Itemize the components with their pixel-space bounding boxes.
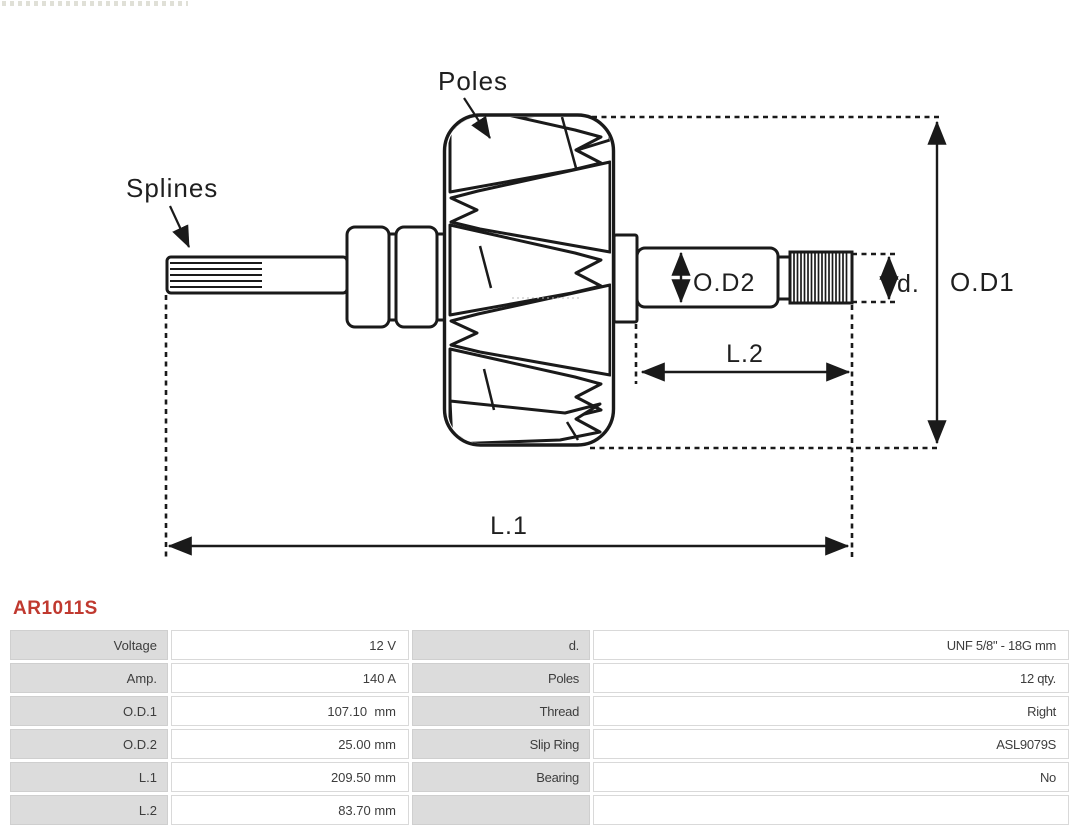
splines-label: Splines <box>126 173 218 203</box>
l2-label: L.2 <box>726 340 764 368</box>
part-number: AR1011S <box>13 598 98 619</box>
spec-value-cell: 209.50 mm <box>171 762 409 792</box>
spec-value-cell: ASL9079S <box>593 729 1069 759</box>
spec-value-cell: 12 V <box>171 630 409 660</box>
top-edge-watermark <box>2 1 188 6</box>
spec-value-cell: UNF 5/8" - 18G mm <box>593 630 1069 660</box>
poles-label: Poles <box>438 66 508 96</box>
spec-label-cell: Poles <box>412 663 590 693</box>
extension-lines <box>164 115 940 558</box>
od1-label: O.D1 <box>950 267 1015 297</box>
od2-label: O.D2 <box>693 269 755 297</box>
spec-label-cell: Bearing <box>412 762 590 792</box>
spec-value-cell: 140 A <box>171 663 409 693</box>
spec-label-cell: Slip Ring <box>412 729 590 759</box>
spec-label-cell: Voltage <box>10 630 168 660</box>
spec-value-cell: Right <box>593 696 1069 726</box>
dimension-lines <box>167 120 947 556</box>
claw-poles <box>448 117 611 443</box>
l1-label: L.1 <box>490 512 528 540</box>
spec-value-cell: 25.00 mm <box>171 729 409 759</box>
spec-value-cell: 12 qty. <box>593 663 1069 693</box>
spec-label-cell: O.D.1 <box>10 696 168 726</box>
spec-label-cell: O.D.2 <box>10 729 168 759</box>
spec-label-cell <box>412 795 590 825</box>
spec-label-cell: L.1 <box>10 762 168 792</box>
spec-label-cell: Thread <box>412 696 590 726</box>
spec-value-cell: 107.10 mm <box>171 696 409 726</box>
shaft-collars <box>345 225 446 329</box>
spec-value-cell: No <box>593 762 1069 792</box>
thread-hatching <box>793 253 848 302</box>
d-label: d. <box>897 270 920 298</box>
spec-label-cell: d. <box>412 630 590 660</box>
spec-label-cell: Amp. <box>10 663 168 693</box>
spec-label-cell: L.2 <box>10 795 168 825</box>
leader-arrows <box>169 97 491 248</box>
spec-value-cell <box>593 795 1069 825</box>
spec-value-cell: 83.70 mm <box>171 795 409 825</box>
spline-hatching <box>170 262 262 288</box>
rotor-technical-drawing: Poles Splines O.D2 L.2 d. O.D1 L.1 <box>126 66 1015 558</box>
